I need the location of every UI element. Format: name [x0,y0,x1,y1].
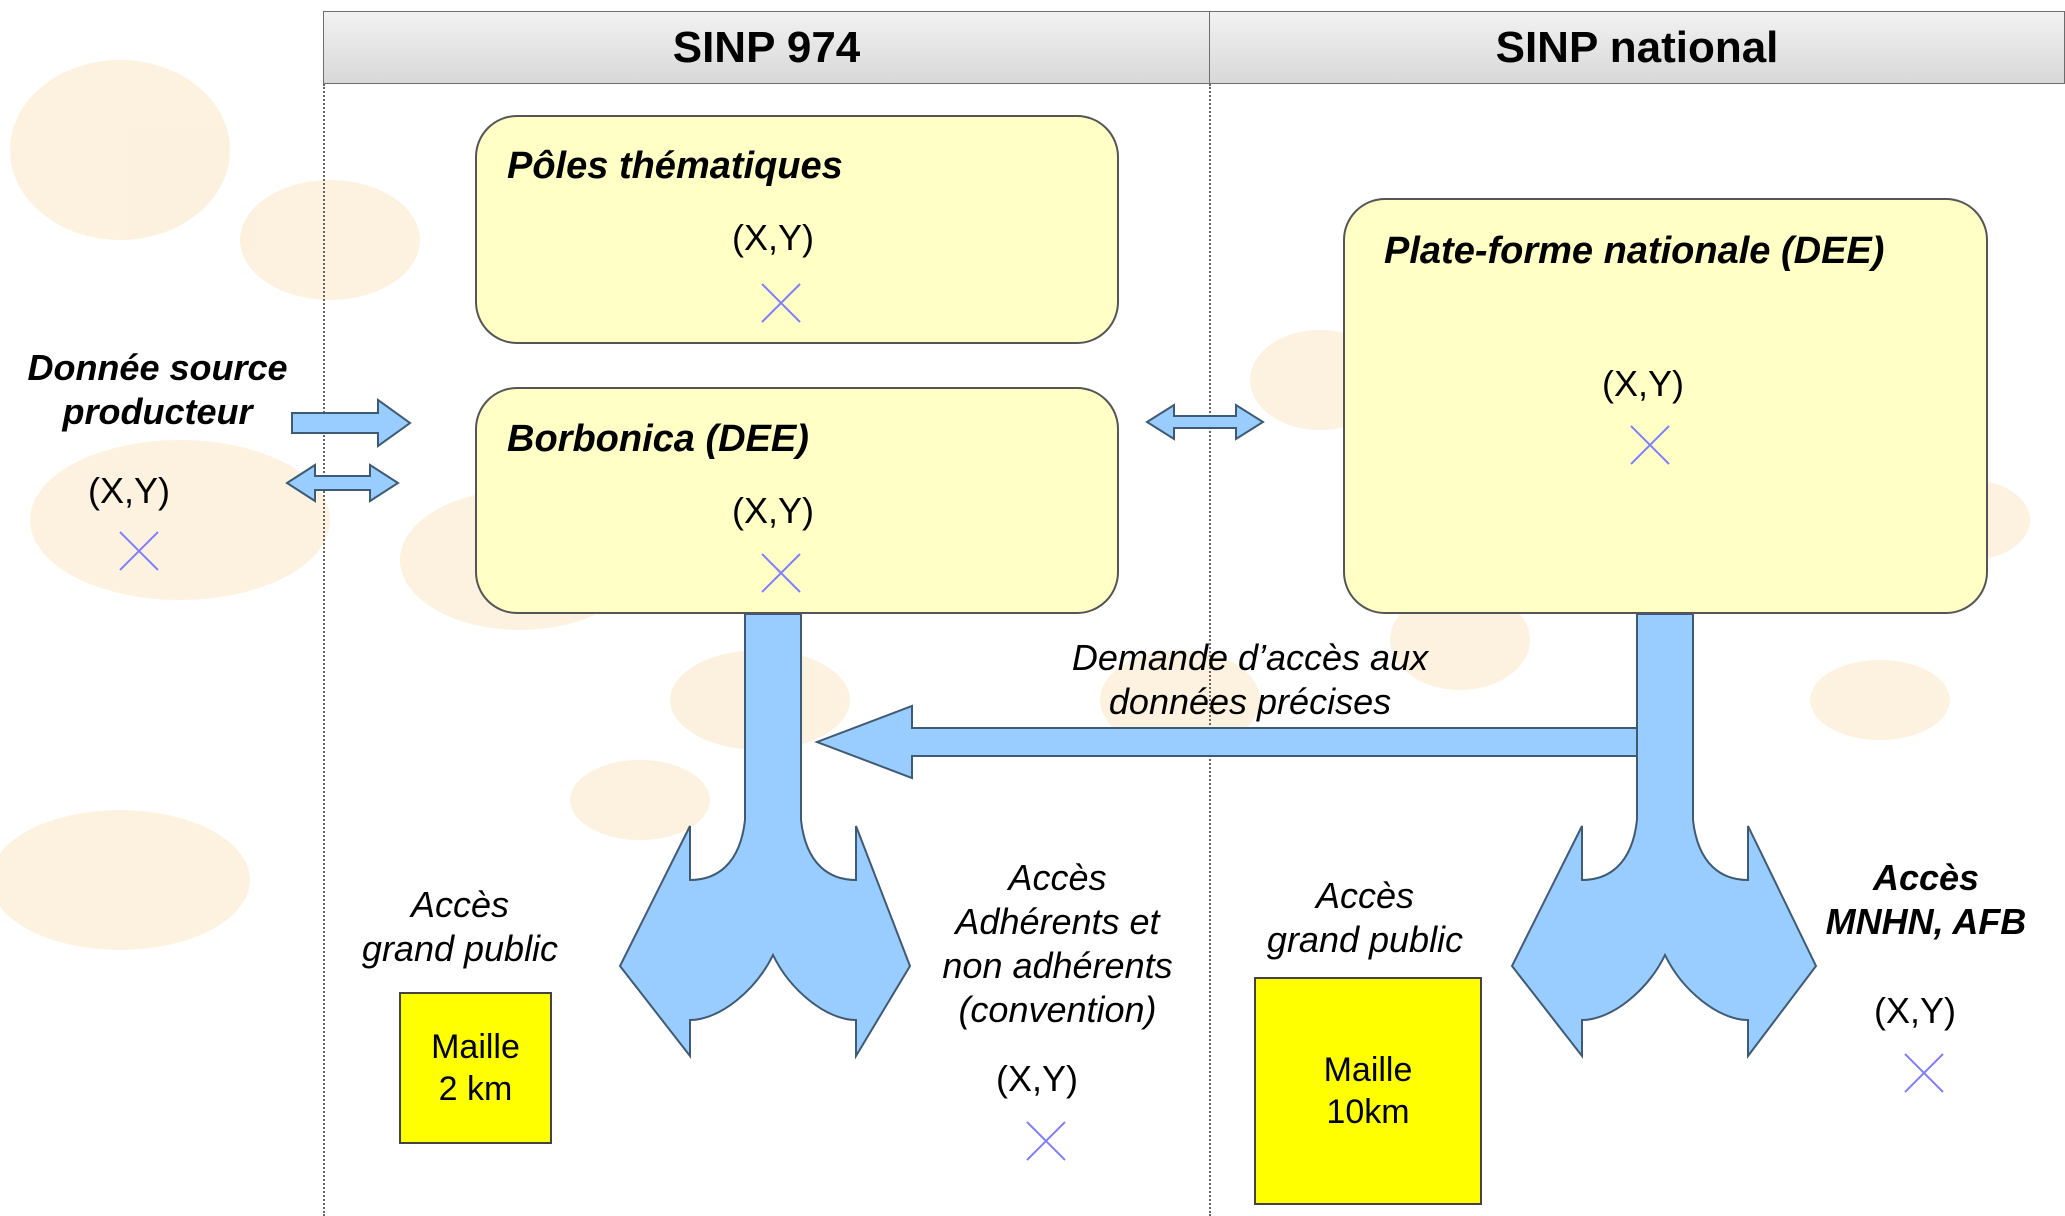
access-right-mnhn: Accès MNHN, AFB [1806,856,2046,944]
maille-left-line1: Maille [431,1028,520,1066]
fork-arrow-national [1510,613,1818,1059]
arrow-demande-acces [814,704,1638,780]
cross-marker-icon [1630,425,1670,465]
access-adherents-line1: Accès [1008,857,1107,898]
column-header-sinp-974: SINP 974 [323,11,1210,84]
cross-marker-icon [1904,1053,1944,1093]
box-borbonica [475,387,1119,614]
access-right-public: Accès grand public [1240,874,1490,962]
borbonica-title: Borbonica (DEE) [507,418,809,460]
access-adherents-line3: non adhérents [942,945,1173,986]
access-adherents-line2: Adhérents et [955,901,1160,942]
column-title-right: SINP national [1495,22,1779,72]
arrow-borbonica-plateforme [1145,403,1265,441]
maille-10km: Maille 10km [1254,977,1482,1205]
plateforme-title: Plate-forme nationale (DEE) [1384,230,1885,272]
maille-2km: Maille 2 km [399,992,552,1144]
box-poles-thematiques [475,115,1119,344]
cross-marker-icon [119,531,159,571]
access-right-public-line1: Accès [1315,875,1415,916]
access-left-public: Accès grand public [335,883,585,971]
cross-marker-icon [1026,1121,1066,1161]
borbonica-coord-label: (X,Y) [732,490,815,531]
poles-title: Pôles thématiques [507,145,843,187]
maille-right-line1: Maille [1323,1051,1413,1089]
cross-marker-icon [761,553,801,593]
maille-left-line2: 2 km [438,1070,513,1108]
demande-line1: Demande d’accès aux [1071,637,1429,678]
adherents-coord-label: (X,Y) [996,1058,1079,1099]
access-right-public-line2: grand public [1266,919,1464,960]
source-line1: Donnée source [27,347,288,388]
box-plateforme-nationale [1343,198,1988,614]
access-left-public-line2: grand public [361,928,559,969]
maille-right-line2: 10km [1326,1093,1410,1131]
access-mnhn-line2: MNHN, AFB [1825,901,2027,942]
column-divider-left [323,84,325,1216]
column-title-left: SINP 974 [672,22,861,72]
column-divider-middle [1209,84,1211,1216]
mnhn-coord-label: (X,Y) [1874,990,1957,1031]
column-header-sinp-national: SINP national [1209,11,2065,84]
access-left-adherents: Accès Adhérents et non adhérents (conven… [905,856,1210,1032]
source-label: Donnée source producteur [0,346,315,434]
source-line2: producteur [62,391,253,432]
source-coord-label: (X,Y) [88,470,171,511]
access-mnhn-line1: Accès [1872,857,1980,898]
demande-label: Demande d’accès aux données précises [1030,636,1470,724]
poles-coord-label: (X,Y) [732,217,815,258]
arrow-source-bidirectional [285,463,400,503]
access-left-public-line1: Accès [410,884,510,925]
plateforme-coord-label: (X,Y) [1602,363,1685,404]
arrow-source-to-borbonica [291,398,412,448]
cross-marker-icon [761,283,801,323]
access-adherents-line4: (convention) [958,989,1157,1030]
demande-line2: données précises [1108,681,1392,722]
fork-arrow-sinp974 [618,613,912,1060]
